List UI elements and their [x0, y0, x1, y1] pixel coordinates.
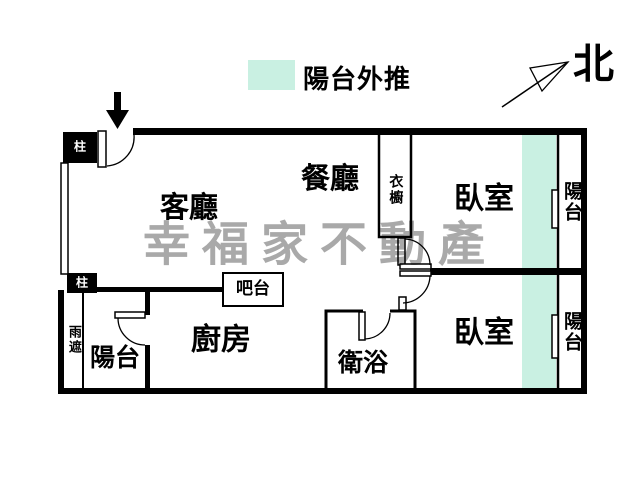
- door-leaves: [97, 130, 432, 341]
- bathroom-door-arc: [364, 312, 391, 340]
- bedroom-top-label: 臥室: [454, 181, 514, 217]
- legend-balcony-extension-label: 陽台外推: [303, 65, 412, 95]
- rain-shelter-label: 雨遮: [65, 325, 81, 355]
- pillar-top-box: [63, 132, 97, 163]
- pillars: [63, 132, 97, 293]
- watermark-text: 幸福家不動產: [143, 217, 497, 273]
- bar-counter-label: 吧台: [236, 279, 270, 300]
- hall-double-door-leaf-b: [399, 270, 432, 277]
- closet-label: 衣櫥: [387, 174, 404, 206]
- bathroom-label: 衛浴: [337, 347, 389, 377]
- living-room-left-window: [60, 162, 69, 275]
- partitions: [60, 135, 560, 389]
- balcony-right-bottom-label: 陽台: [560, 311, 583, 353]
- bar-counter-box: [222, 272, 284, 307]
- bedroom-bottom-door-arc: [402, 275, 431, 304]
- dining-room-label: 餐廳: [300, 160, 360, 195]
- bedroom-bottom-window-icon: [551, 314, 559, 359]
- pillar-top-label: 柱: [73, 139, 87, 154]
- kitchen-label: 廚房: [191, 322, 251, 358]
- balcony-bottom-left-label: 陽台: [89, 342, 141, 372]
- bedroom-top-window-icon: [551, 189, 559, 229]
- bedroom-top-door-arc: [404, 238, 431, 266]
- legend-balcony-extension-swatch: [248, 60, 295, 90]
- pillar-bottom-box: [67, 273, 97, 293]
- walls: [58, 128, 587, 394]
- entrance-door-arc: [106, 134, 135, 167]
- door-arcs: [106, 134, 431, 346]
- north-label: 北: [573, 40, 614, 88]
- balcony-extension-highlight: [522, 135, 556, 388]
- pillar-bottom-label: 柱: [75, 275, 89, 290]
- bedroom-bottom-door-leaf: [398, 296, 407, 311]
- kitchen-balcony-door-arc: [117, 317, 146, 346]
- windows: [551, 189, 559, 359]
- bathroom-outline: [324, 309, 417, 389]
- entrance-arrow-icon: [106, 92, 129, 129]
- entrance-door-leaf: [97, 130, 107, 168]
- hall-double-door-leaf-a: [399, 263, 432, 270]
- living-room-label: 客廳: [159, 189, 219, 224]
- balcony-right-top-label: 陽台: [560, 181, 583, 223]
- closet-outline: [377, 135, 413, 239]
- bedroom-bottom-label: 臥室: [454, 315, 514, 351]
- bathroom-door-leaf: [358, 311, 366, 341]
- north-arrow-icon: [501, 61, 570, 108]
- kitchen-balcony-door-leaf: [114, 311, 146, 319]
